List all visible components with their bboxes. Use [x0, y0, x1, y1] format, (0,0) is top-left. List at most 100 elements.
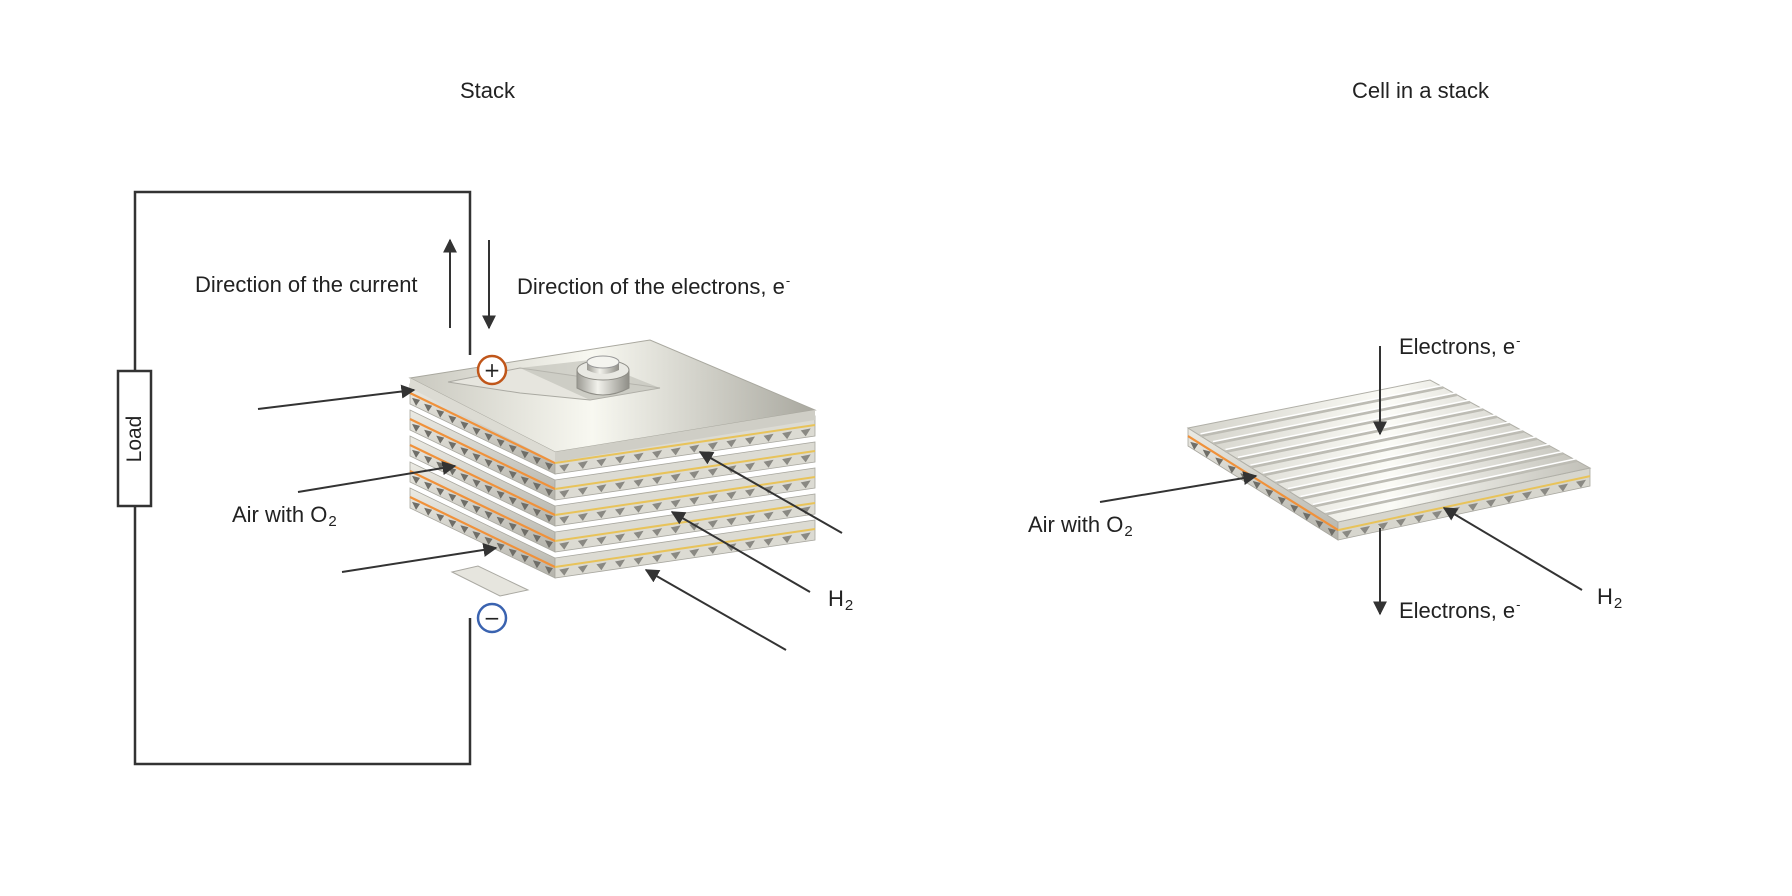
- minus-symbol: −: [484, 606, 501, 630]
- cell-corrugation-tooth: [1522, 491, 1532, 500]
- cell-channel-highlight: [1237, 406, 1484, 459]
- cell-corrugation-tooth: [1315, 520, 1324, 529]
- corrugation-tooth: [745, 462, 755, 471]
- cell-channel-highlight: [1312, 450, 1564, 506]
- cell-electrons-bottom-label: Electrons, e-: [1399, 597, 1521, 623]
- cell-corrugation-tooth: [1265, 488, 1274, 497]
- corrugation-tooth: [800, 480, 811, 489]
- cell-channel: [1225, 400, 1471, 453]
- corrugation-tooth: [615, 481, 625, 490]
- corrugation-tooth: [520, 502, 529, 511]
- cell-corrugation-tooth: [1432, 510, 1442, 519]
- corrugation-tooth: [496, 516, 505, 525]
- corrugation-tooth: [520, 476, 529, 485]
- cell-channel-highlight: [1300, 443, 1551, 498]
- corrugation-tooth: [496, 438, 505, 447]
- h2-leader-line-2: [670, 511, 811, 593]
- corrugation-tooth: [652, 554, 663, 563]
- cell-channel-highlight: [1275, 428, 1524, 482]
- corrugation-tooth: [726, 491, 737, 500]
- cell-corrugation-tooth: [1486, 499, 1496, 508]
- stack-cell-layer: [409, 409, 816, 501]
- corrugation-tooth: [763, 511, 774, 520]
- corrugation-tooth: [460, 421, 469, 430]
- corrugation-tooth: [448, 441, 457, 450]
- cell-corrugation-tooth: [1290, 504, 1299, 513]
- air-leader-line-2: [297, 461, 457, 493]
- corrugation-tooth: [472, 453, 481, 462]
- corrugation-tooth: [670, 551, 681, 560]
- cell-channel: [1250, 415, 1497, 469]
- h2-leader-line-1: [698, 451, 843, 534]
- corrugation-tooth: [800, 532, 811, 541]
- corrugation-tooth: [460, 499, 469, 508]
- corrugation-tooth: [544, 462, 553, 471]
- corrugation-tooth: [670, 447, 681, 456]
- cell-channel-highlight: [1250, 413, 1497, 466]
- corrugation-tooth: [532, 456, 541, 465]
- corrugation-tooth: [559, 541, 570, 550]
- cell-corrugation-tooth: [1227, 465, 1236, 474]
- corrugation-tooth: [670, 499, 681, 508]
- corrugation-tooth: [508, 548, 517, 557]
- corrugation-tooth: [596, 536, 607, 545]
- corrugation-tooth: [484, 458, 493, 467]
- cell-channel-highlight: [1200, 384, 1444, 435]
- corrugation-tooth: [652, 502, 663, 511]
- corrugation-tooth: [436, 435, 445, 444]
- corrugation-tooth: [472, 531, 481, 540]
- corrugation-tooth: [763, 433, 774, 442]
- corrugation-tooth: [670, 525, 681, 534]
- corrugation-tooth: [508, 444, 517, 453]
- cell-channel: [1262, 422, 1511, 477]
- membrane-yellow-right: [554, 528, 816, 568]
- cell-corrugation-tooth: [1468, 502, 1478, 511]
- corrugation-tooth: [532, 508, 541, 517]
- cell-corrugation-tooth: [1342, 529, 1352, 538]
- corrugation-tooth: [508, 522, 517, 531]
- corrugation-tooth: [412, 501, 421, 510]
- corrugation-tooth: [532, 534, 541, 543]
- corrugation-tooth: [782, 457, 793, 466]
- cell-membrane-yellow: [1337, 475, 1591, 532]
- plus-symbol: +: [484, 358, 501, 382]
- top-end-plate: [408, 339, 817, 462]
- corrugation-tooth: [633, 478, 644, 487]
- membrane-yellow-right: [554, 450, 816, 490]
- corrugation-tooth: [689, 548, 700, 557]
- corrugation-tooth: [496, 490, 505, 499]
- corrugation-tooth: [424, 507, 433, 516]
- single-cell: [1186, 379, 1592, 541]
- corrugation-tooth: [652, 476, 663, 485]
- cell-channel: [1325, 459, 1577, 516]
- membrane-orange-left: [409, 392, 556, 464]
- corrugation-tooth: [596, 484, 607, 493]
- corrugation-tooth: [707, 519, 718, 528]
- cell-corrugation-tooth: [1414, 514, 1424, 523]
- corrugation-tooth: [520, 528, 529, 537]
- corrugation-tooth: [782, 509, 793, 518]
- corrugation-tooth: [460, 447, 469, 456]
- cell-channel-highlight: [1225, 399, 1471, 451]
- corrugation-tooth: [484, 432, 493, 441]
- corrugation-tooth: [520, 554, 529, 563]
- corrugation-tooth: [800, 454, 811, 463]
- cell-corrugation-tooth: [1327, 527, 1336, 536]
- membrane-orange-left: [409, 470, 556, 542]
- corrugation-tooth: [689, 444, 700, 453]
- cell-channel: [1237, 407, 1484, 461]
- corrugation-tooth: [782, 483, 793, 492]
- negative-terminal: −: [476, 602, 508, 634]
- corrugation-tooth: [436, 409, 445, 418]
- cell-channel: [1212, 393, 1457, 446]
- corrugation-tooth: [412, 397, 421, 406]
- cell-channel-highlight: [1325, 457, 1577, 513]
- cell-channel: [1200, 385, 1444, 438]
- membrane-orange-left: [409, 444, 556, 516]
- corrugation-tooth: [559, 567, 570, 576]
- corrugation-tooth: [448, 415, 457, 424]
- corrugation-tooth: [412, 423, 421, 432]
- corrugation-tooth: [472, 505, 481, 514]
- corrugation-tooth: [484, 510, 493, 519]
